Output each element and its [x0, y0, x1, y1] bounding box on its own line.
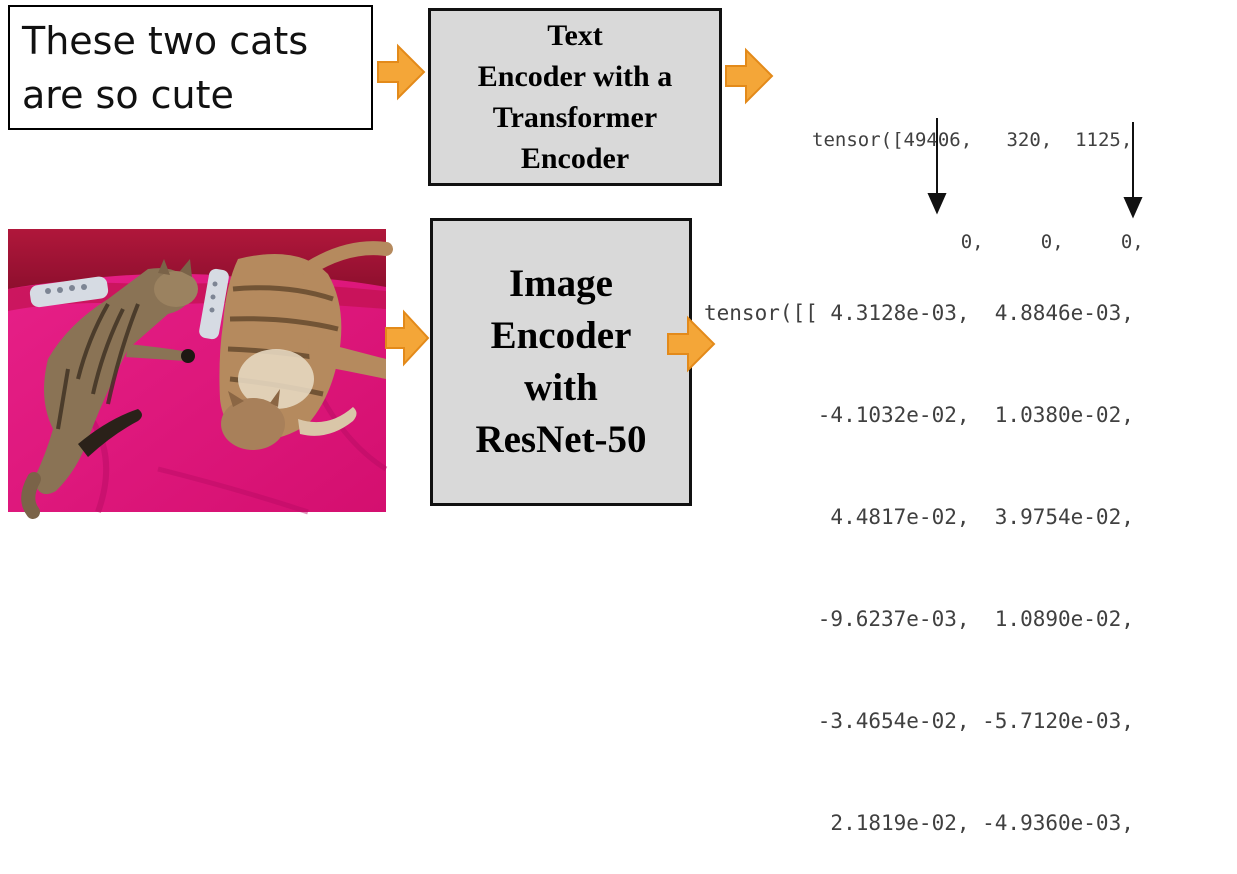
- token-tensor-line-2: 0, 0, 0,: [812, 231, 1144, 253]
- token-tensor-text: tensor([49406, 320, 1125, 0, 0, 0,: [812, 55, 1144, 293]
- input-text-box: [8, 5, 373, 130]
- image-encoder-line-4: ResNet-50: [475, 418, 647, 461]
- text-encoder-box: Text Encoder with a Transformer Encoder: [428, 8, 722, 186]
- input-text-line-2: are so cute: [22, 73, 234, 117]
- text-encoder-line-2: Encoder with a: [477, 60, 673, 93]
- embedding-tensor-line-1: tensor([[ 4.3128e-03, 4.8846e-03,: [704, 301, 1134, 325]
- cat-photo: [8, 229, 393, 519]
- text-encoder-line-4: Encoder: [520, 142, 630, 175]
- image-encoder-line-2: Encoder: [490, 314, 632, 357]
- down-arrow-left-head: [927, 193, 947, 215]
- left-cat: [21, 259, 198, 519]
- right-cat: [219, 241, 393, 450]
- arrow-image-encoder-to-embedding: [667, 315, 716, 373]
- arrows-layer: [377, 43, 1143, 373]
- remote-control-1: [29, 276, 109, 308]
- arrow-input-to-text-encoder: [377, 43, 426, 101]
- down-arrow-right-head: [1123, 197, 1143, 219]
- image-encoder-line-3: with: [524, 366, 598, 409]
- embedding-tensor-line-4: -9.6237e-03, 1.0890e-02,: [704, 607, 1134, 631]
- input-text-line-1: These two cats: [22, 19, 309, 63]
- text-encoder-line-3: Transformer: [492, 101, 658, 134]
- image-encoder-box: Image Encoder with ResNet-50: [430, 218, 692, 506]
- token-tensor-line-1: tensor([49406, 320, 1125,: [812, 129, 1133, 151]
- text-encoder-line-1: Text: [547, 19, 603, 52]
- arrow-image-to-image-encoder: [385, 309, 430, 367]
- embedding-tensor-line-6: 2.1819e-02, -4.9360e-03,: [704, 811, 1134, 835]
- image-encoder-line-1: Image: [509, 262, 613, 305]
- input-text: These two cats are so cute: [22, 14, 362, 122]
- embedding-tensor-line-2: -4.1032e-02, 1.0380e-02,: [704, 403, 1134, 427]
- remote-control-2: [199, 268, 229, 340]
- arrow-text-encoder-to-tokens: [725, 47, 774, 105]
- embedding-tensor-line-5: -3.4654e-02, -5.7120e-03,: [704, 709, 1134, 733]
